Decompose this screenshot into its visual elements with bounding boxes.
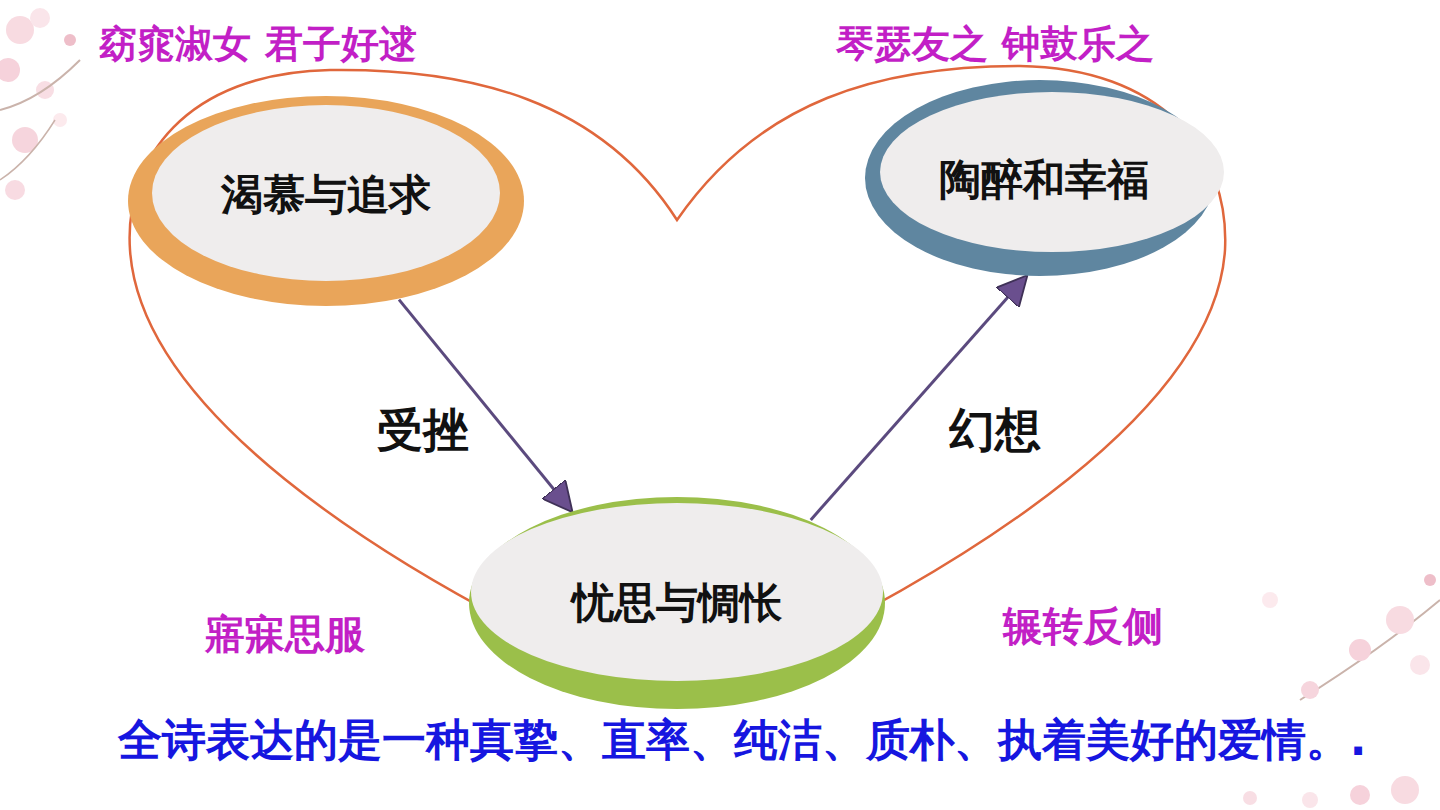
node-text: 陶醉和幸福 [939, 157, 1149, 203]
ellipse-node: 渴慕与追求 [127, 95, 525, 307]
edge-label: 受挫 [377, 405, 469, 456]
ellipse-node: 陶醉和幸福 [864, 78, 1226, 278]
blossom-top-left [0, 8, 80, 200]
ellipse-ring [128, 96, 524, 306]
ellipse-fill [471, 503, 883, 681]
verse-label: 辗转反侧 [1003, 604, 1163, 648]
summary-caption: 全诗表达的是一种真挚、直率、纯洁、质朴、执着美好的爱情。. [118, 716, 1367, 764]
ellipse-fill [880, 92, 1224, 252]
node-text: 忧思与惆怅 [572, 580, 782, 626]
ellipse-ring [469, 497, 885, 709]
verse-label: 琴瑟友之 钟鼓乐之 [836, 24, 1153, 66]
ellipse-node: 忧思与惆怅 [468, 495, 886, 710]
ellipse-fill [152, 105, 500, 281]
heart-outline [130, 66, 1226, 702]
edge-label: 幻想 [949, 405, 1041, 456]
node-text: 渴慕与追求 [221, 172, 431, 218]
arrow-connector [811, 277, 1026, 519]
verse-label: 寤寐思服 [205, 612, 365, 656]
verse-label: 窈窕淑女 君子好逑 [99, 24, 416, 66]
blossom-bottom-right [1243, 574, 1440, 808]
